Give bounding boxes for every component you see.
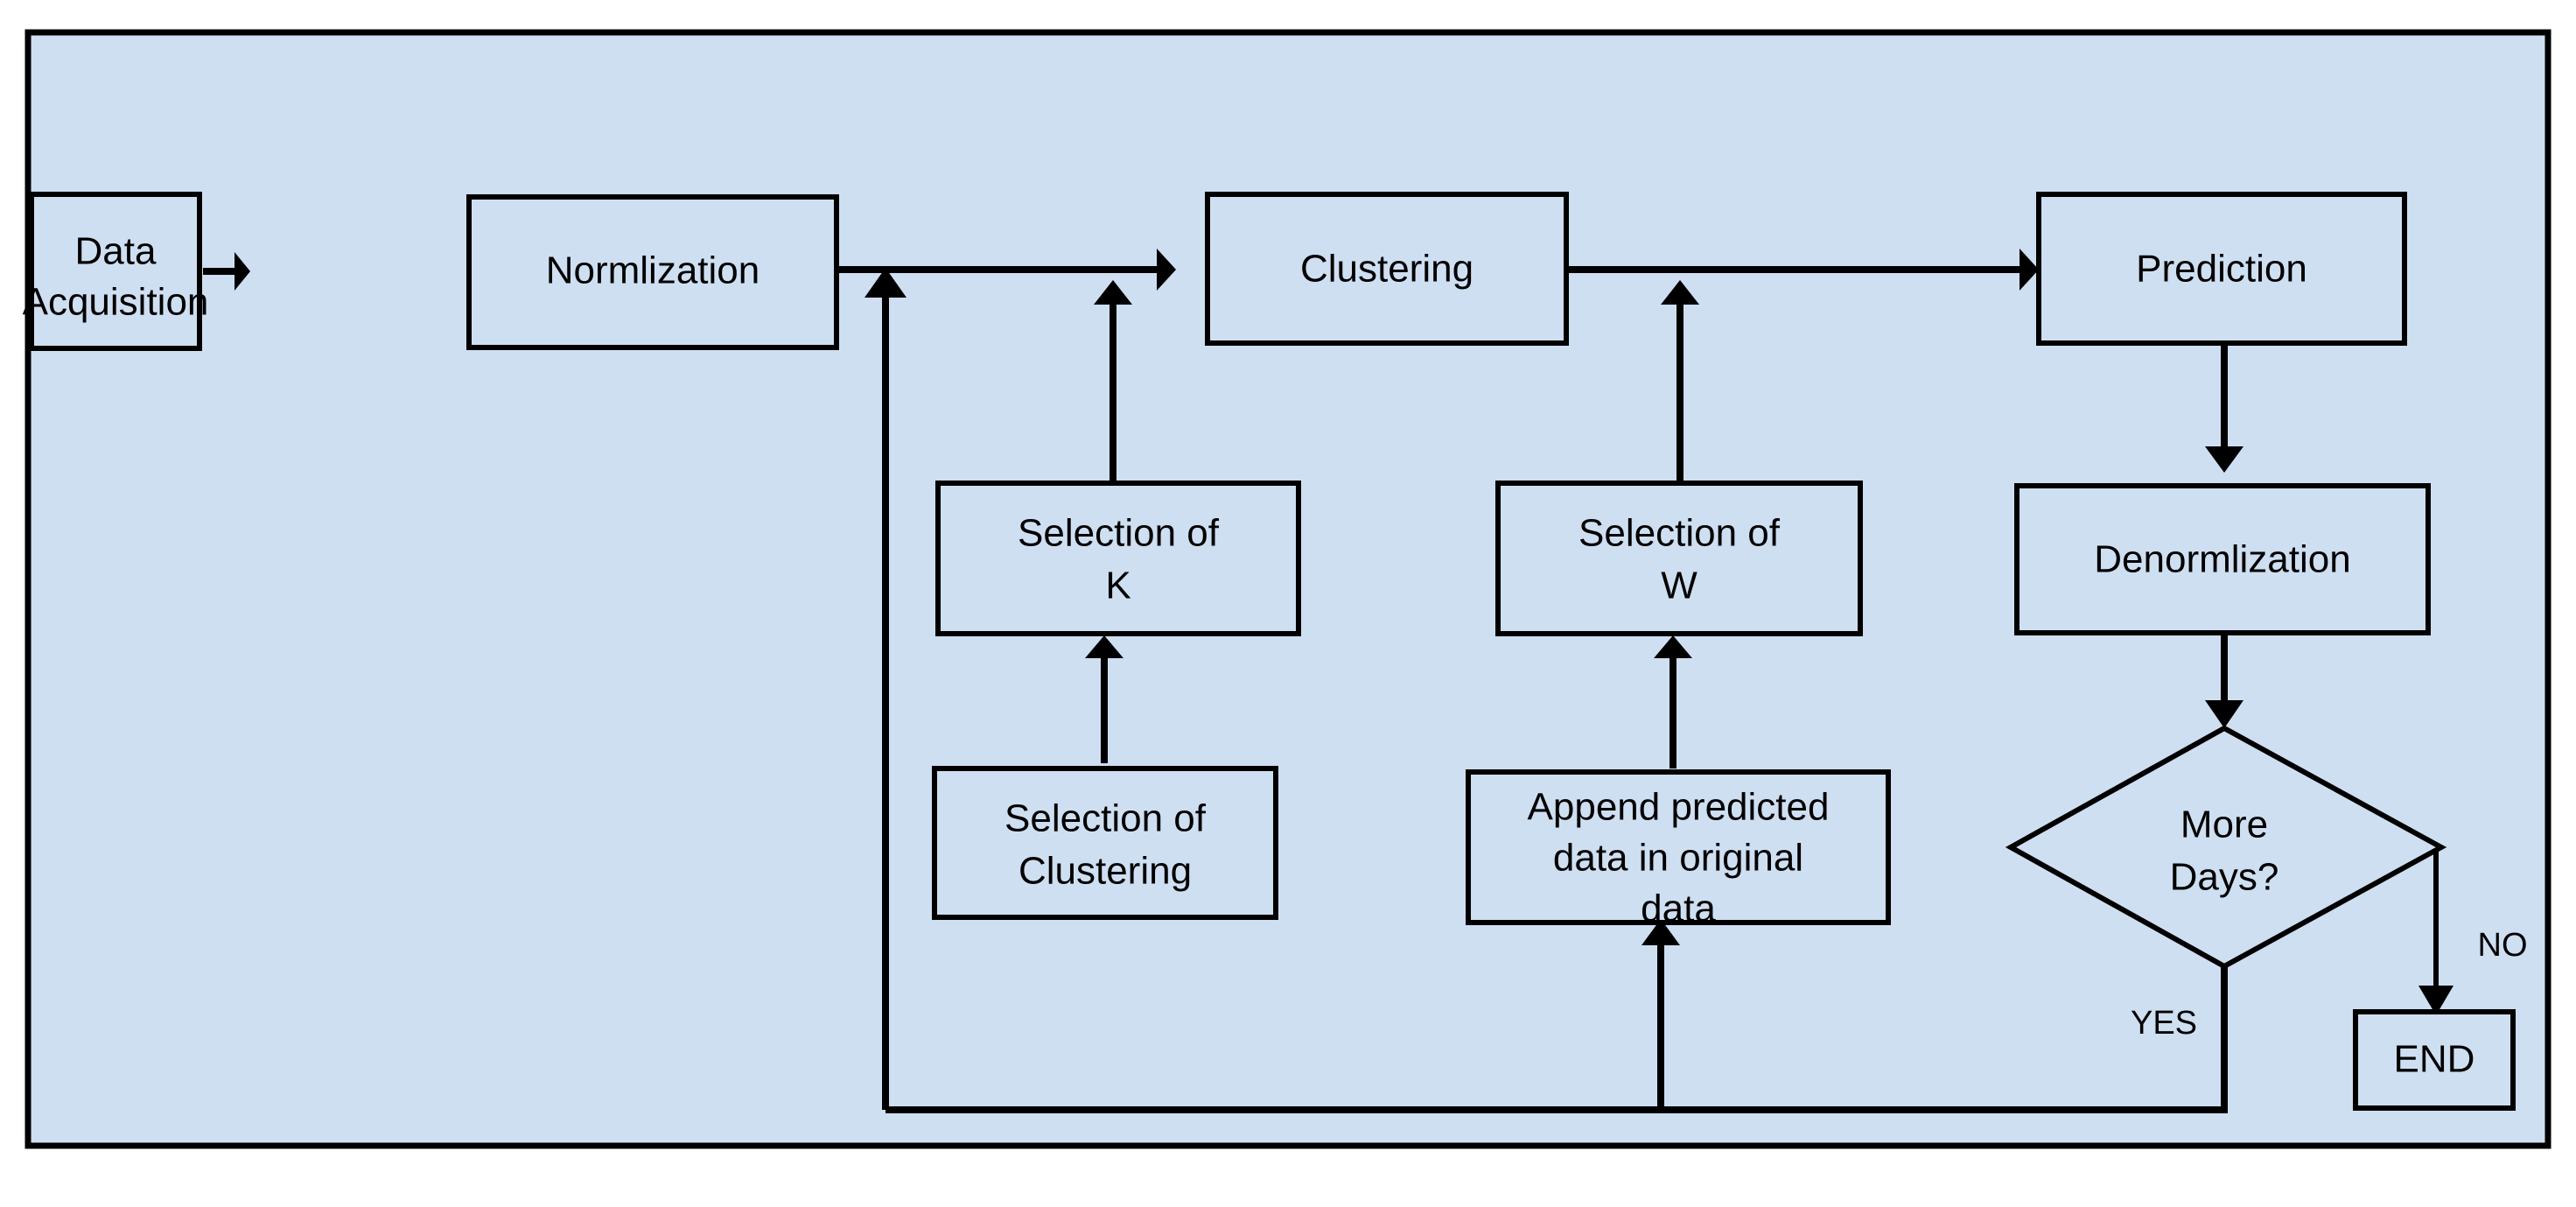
node-append-predicted-data[interactable]: Append predicted data in original data <box>1466 769 1891 930</box>
node-denormlization[interactable]: Denormlization <box>2014 483 2431 635</box>
edge-feedback-to-append <box>1642 919 1680 1110</box>
edge-normlization-to-clustering <box>836 249 1176 291</box>
node-selection-of-w-line2: W <box>1661 565 1698 607</box>
node-clustering[interactable]: Clustering <box>1205 192 1569 346</box>
node-prediction-label: Prediction <box>2136 248 2307 291</box>
node-append-predicted-data-line1: Append predicted <box>1528 786 1830 829</box>
node-selection-of-clustering-line1: Selection of <box>1004 797 1207 840</box>
node-selection-of-clustering[interactable]: Selection of Clustering <box>932 766 1278 920</box>
node-data-acquisition-line1: Data <box>75 230 157 273</box>
edge-selection-k-to-clustering <box>1094 280 1132 483</box>
node-denormlization-label: Denormlization <box>2094 538 2350 581</box>
node-selection-of-w-line1: Selection of <box>1578 512 1781 555</box>
edge-selection-w-to-clustering <box>1661 280 1699 483</box>
node-end-label: END <box>2394 1038 2475 1081</box>
node-data-acquisition[interactable]: Data Acquisition <box>23 192 209 351</box>
node-selection-of-k[interactable]: Selection of K <box>935 481 1301 636</box>
node-normlization-label: Normlization <box>546 249 760 292</box>
edge-feedback-to-normlization-line <box>864 268 906 1110</box>
node-clustering-label: Clustering <box>1300 248 1474 291</box>
node-end[interactable]: END <box>2353 1009 2516 1111</box>
node-more-days-decision[interactable]: More Days? <box>2005 725 2447 970</box>
edge-selection-clustering-to-selection-k <box>1085 635 1124 763</box>
edge-label-yes: YES <box>2131 1005 2197 1042</box>
edge-prediction-to-denormlization <box>2205 343 2244 473</box>
edge-more-days-yes-feedback <box>886 966 2228 1113</box>
node-selection-of-w[interactable]: Selection of W <box>1495 481 1863 636</box>
edge-denormlization-to-more-days <box>2205 632 2244 728</box>
node-selection-of-k-line1: Selection of <box>1018 512 1220 555</box>
node-more-days-line1: More <box>2180 803 2268 846</box>
edge-append-to-selection-w <box>1654 635 1692 768</box>
node-selection-of-clustering-line2: Clustering <box>1018 850 1192 893</box>
node-more-days-line2: Days? <box>2170 856 2279 899</box>
node-data-acquisition-line2: Acquisition <box>23 281 209 324</box>
edge-acquisition-to-normlization <box>203 252 250 291</box>
edge-clustering-to-prediction <box>1566 249 2039 291</box>
edge-label-no: NO <box>2478 927 2528 964</box>
node-selection-of-k-line2: K <box>1105 565 1130 607</box>
node-append-predicted-data-line3: data <box>1641 888 1716 930</box>
node-normlization[interactable]: Normlization <box>466 194 839 350</box>
node-prediction[interactable]: Prediction <box>2036 192 2407 346</box>
node-append-predicted-data-line2: data in original <box>1553 837 1803 880</box>
